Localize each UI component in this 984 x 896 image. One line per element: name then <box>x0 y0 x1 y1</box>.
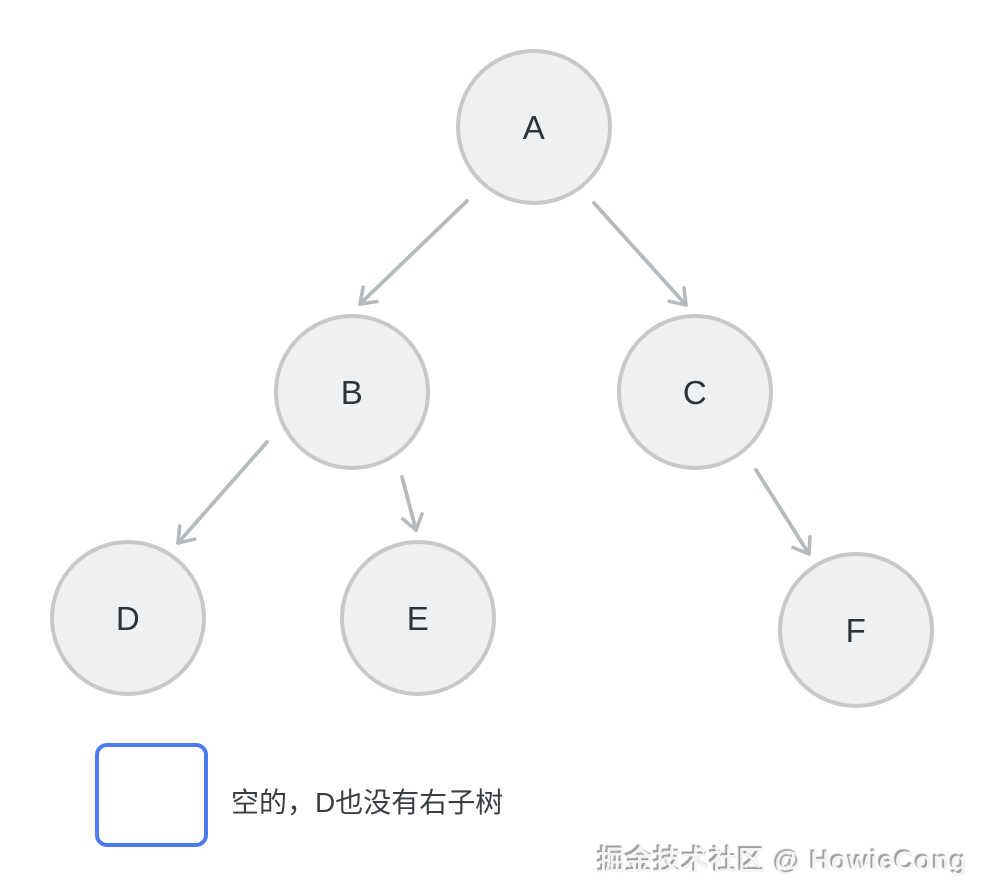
node-label-b: B <box>340 373 364 411</box>
edge-b-e <box>400 475 424 532</box>
node-label-a: A <box>522 108 546 146</box>
watermark: 掘金技术社区 @ HowieCong <box>598 846 968 876</box>
legend-text: 空的，D也没有右子树 <box>231 787 504 818</box>
node-label-c: C <box>682 373 708 411</box>
node-label-f: F <box>845 611 867 649</box>
edge-a-c <box>592 201 688 307</box>
legend-empty-box <box>95 743 208 847</box>
tree-node-e: E <box>340 540 496 696</box>
tree-node-f: F <box>778 552 934 708</box>
edge-a-b <box>358 199 469 306</box>
edge-c-f <box>754 468 812 556</box>
edge-b-d <box>176 440 269 545</box>
tree-node-d: D <box>50 540 206 696</box>
tree-node-b: B <box>274 314 430 470</box>
node-label-d: D <box>115 599 141 637</box>
node-label-e: E <box>406 599 430 637</box>
tree-node-a: A <box>456 49 612 205</box>
tree-node-c: C <box>617 314 773 470</box>
